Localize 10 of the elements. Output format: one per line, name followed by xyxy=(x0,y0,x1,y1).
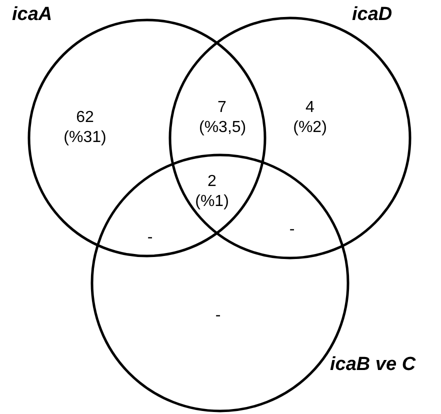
count-label: - xyxy=(288,220,296,240)
set-title: icaB ve C xyxy=(330,354,416,376)
count-label: - xyxy=(146,228,154,248)
set-title: icaD xyxy=(352,4,392,26)
count-label: 2 (%1) xyxy=(194,172,230,212)
set-title: icaA xyxy=(12,4,52,26)
count-label: 62 (%31) xyxy=(62,108,108,148)
count-label: - xyxy=(214,306,222,326)
count-label: 4 (%2) xyxy=(292,98,328,138)
count-label: 7 (%3,5) xyxy=(199,98,245,138)
